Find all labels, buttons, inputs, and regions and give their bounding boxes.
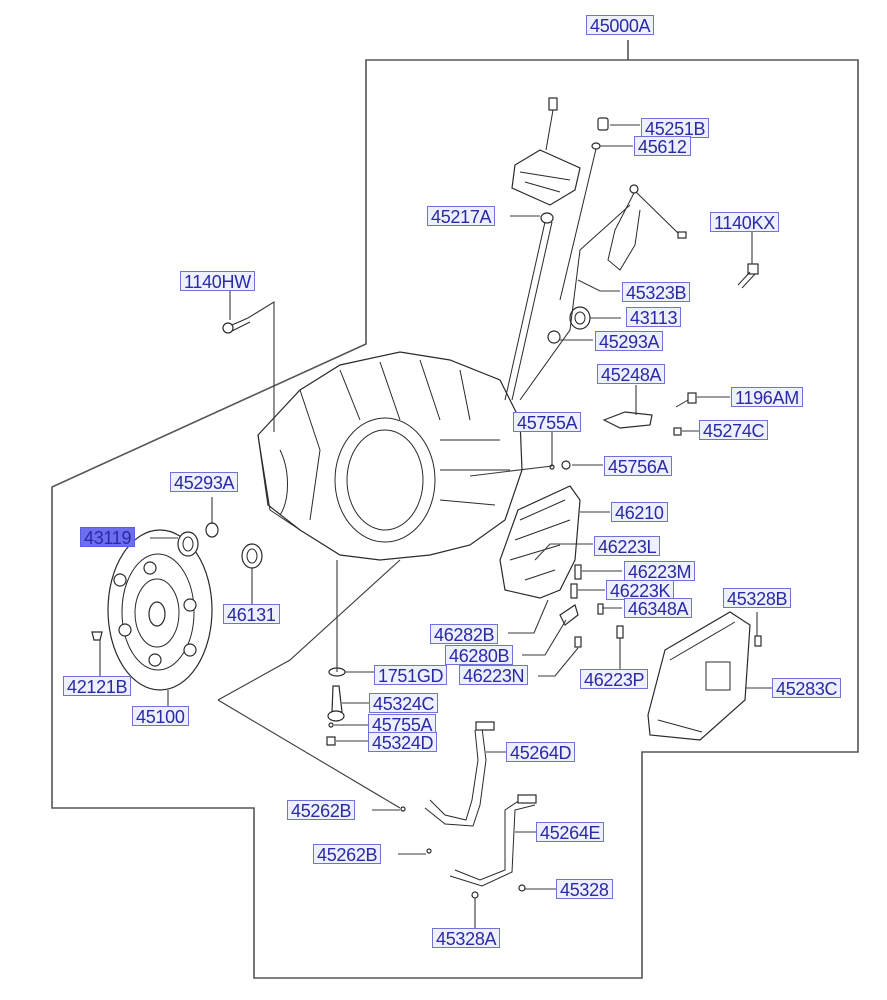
valve-body[interactable]	[499, 485, 581, 599]
callout-45328[interactable]: 45328	[556, 879, 613, 900]
ball-45755a-bottom[interactable]	[328, 722, 334, 728]
bolt-1140hw[interactable]	[222, 317, 251, 334]
callout-46280b[interactable]: 46280B	[445, 645, 514, 666]
oil-seal-43119[interactable]	[177, 531, 199, 557]
oil-pan[interactable]	[647, 611, 762, 741]
callout-45324c[interactable]: 45324C	[369, 693, 439, 714]
bolt-42121b[interactable]	[91, 631, 103, 641]
callout-46223k[interactable]: 46223K	[606, 580, 675, 601]
callout-45756a[interactable]: 45756A	[604, 456, 673, 477]
callout-45755a-top[interactable]: 45755A	[513, 412, 582, 433]
oil-seal-46131[interactable]	[241, 543, 263, 569]
bolt-1196am[interactable]	[675, 392, 697, 408]
callout-43119[interactable]: 43119	[80, 527, 136, 548]
callout-45262b-lower[interactable]: 45262B	[313, 844, 382, 865]
callout-43113[interactable]: 43113	[626, 307, 682, 328]
o-ring-45293a[interactable]	[205, 522, 219, 538]
callout-46348a[interactable]: 46348A	[624, 598, 693, 619]
callout-45264d[interactable]: 45264D	[506, 742, 576, 763]
callout-1140hw[interactable]: 1140HW	[180, 271, 255, 292]
callout-1751gd[interactable]: 1751GD	[374, 665, 448, 686]
callout-45612[interactable]: 45612	[634, 136, 691, 157]
torque-converter[interactable]	[107, 529, 213, 691]
callout-45264e[interactable]: 45264E	[536, 822, 605, 843]
callout-42121b[interactable]: 42121B	[63, 676, 132, 697]
plug-45324d[interactable]	[326, 736, 336, 746]
o-ring-45293a-top[interactable]	[547, 330, 561, 344]
leader-lines	[99, 124, 772, 928]
drain-plug-45324c[interactable]	[331, 685, 343, 713]
oil-cooler-hoses[interactable]	[400, 721, 537, 899]
wiring-harness[interactable]	[519, 184, 687, 401]
plug-45756a[interactable]	[561, 460, 571, 470]
callout-46210[interactable]: 46210	[611, 502, 668, 523]
callout-46131[interactable]: 46131	[223, 604, 280, 625]
valve-body-bolts[interactable]	[559, 564, 624, 648]
callout-45293a-top[interactable]: 45293A	[595, 331, 664, 352]
callout-45324d[interactable]: 45324D	[368, 732, 438, 753]
assembly-frame	[51, 40, 859, 979]
callout-45100[interactable]: 45100	[132, 706, 189, 727]
callout-1196am[interactable]: 1196AM	[731, 387, 803, 408]
callout-46223p[interactable]: 46223P	[580, 669, 649, 690]
callout-45248a[interactable]: 45248A	[597, 364, 666, 385]
callout-45283c[interactable]: 45283C	[772, 678, 842, 699]
washer-45612[interactable]	[591, 142, 601, 150]
callout-45328a[interactable]: 45328A	[432, 928, 501, 949]
callout-45274c[interactable]: 45274C	[699, 420, 769, 441]
bolt-1140kx[interactable]	[737, 263, 759, 289]
oil-seal-43113[interactable]	[569, 306, 591, 330]
callout-46282b[interactable]: 46282B	[430, 624, 499, 645]
callout-46223l[interactable]: 46223L	[594, 536, 661, 557]
callout-46223m[interactable]: 46223M	[624, 561, 696, 582]
callout-46223n[interactable]: 46223N	[459, 665, 529, 686]
callout-45323b[interactable]: 45323B	[622, 282, 691, 303]
callout-45755a-bottom[interactable]: 45755A	[368, 714, 437, 735]
callout-45262b-upper[interactable]: 45262B	[287, 800, 356, 821]
nut-45274c[interactable]	[673, 427, 682, 436]
callout-45000a[interactable]: 45000A	[586, 15, 655, 36]
callout-1140kx[interactable]: 1140KX	[710, 212, 779, 233]
callout-45217a[interactable]: 45217A	[427, 206, 496, 227]
callout-45251b[interactable]: 45251B	[641, 118, 710, 139]
plug-45251b[interactable]	[597, 117, 609, 131]
transaxle-case[interactable]	[257, 351, 523, 561]
solenoid-bracket[interactable]	[504, 97, 581, 401]
callout-45328b[interactable]: 45328B	[723, 588, 792, 609]
bracket-45248a[interactable]	[602, 411, 653, 429]
callout-45293a-left[interactable]: 45293A	[170, 472, 239, 493]
